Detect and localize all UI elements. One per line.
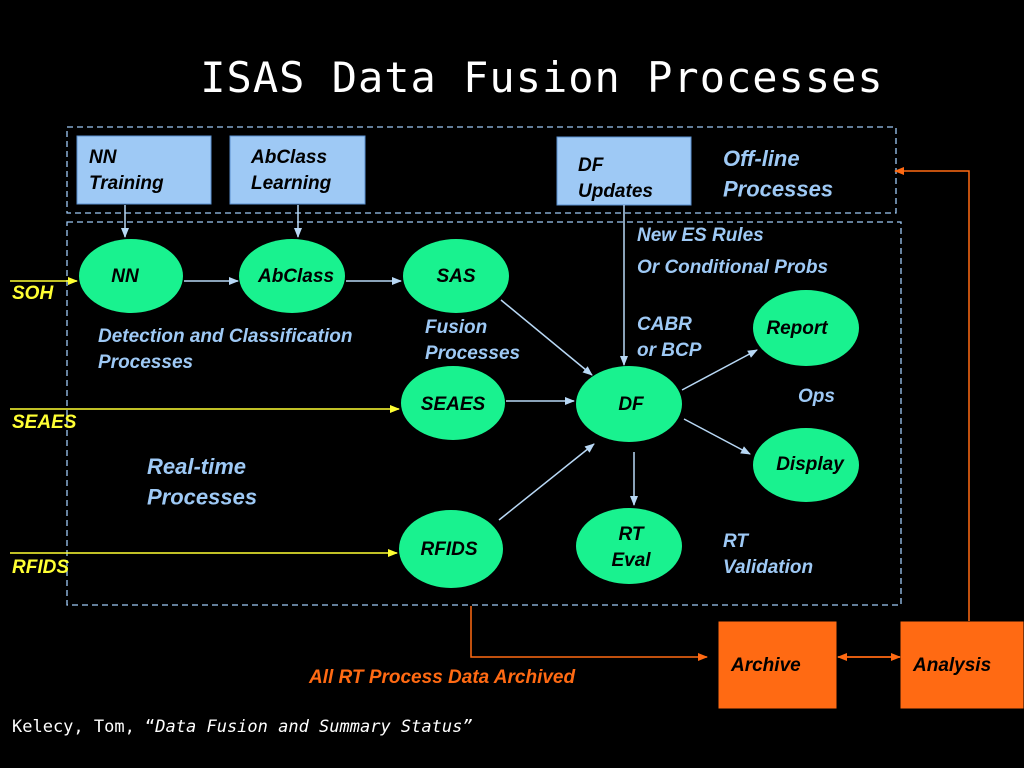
arrow-rt-to-archive xyxy=(470,606,708,661)
footer-citation: Kelecy, Tom, “Data Fusion and Summary St… xyxy=(12,717,473,737)
node-abclass[interactable]: AbClass xyxy=(239,239,345,313)
archive-label: Archive xyxy=(730,655,801,676)
node-nn-label: NN xyxy=(111,266,140,287)
footer-italic: Data Fusion and Summary Status” xyxy=(154,717,472,737)
ops-label: Ops xyxy=(798,386,835,407)
footer-prefix: Kelecy, Tom, “ xyxy=(12,717,155,737)
node-rfids-label: RFIDS xyxy=(421,539,478,560)
node-display-label: Display xyxy=(776,454,845,475)
analysis-label: Analysis xyxy=(912,655,991,676)
node-report-label: Report xyxy=(766,318,828,339)
node-nn[interactable]: NN xyxy=(79,239,183,313)
arrow-rfids-to-df xyxy=(498,443,595,521)
node-display[interactable]: Display xyxy=(753,428,859,502)
arrow-analysis-to-offline xyxy=(894,167,970,621)
node-seaes-label: SEAES xyxy=(421,394,486,415)
seaes-input-label: SEAES xyxy=(12,412,77,433)
node-sas[interactable]: SAS xyxy=(403,239,509,313)
node-sas-label: SAS xyxy=(436,266,475,287)
arrow-df-to-display xyxy=(683,418,751,455)
realtime-group xyxy=(66,221,902,606)
soh-input-label: SOH xyxy=(12,283,54,304)
page-title: ISAS Data Fusion Processes xyxy=(200,53,883,102)
archive-box[interactable]: Archive xyxy=(718,621,837,709)
node-abclass-label: AbClass xyxy=(257,266,334,287)
new-es-rules-label: New ES Rules xyxy=(637,225,764,246)
node-report[interactable]: Report xyxy=(753,290,859,366)
conditional-probs-label: Or Conditional Probs xyxy=(637,257,828,278)
node-rfids[interactable]: RFIDS xyxy=(399,510,503,588)
arrow-sas-to-df xyxy=(500,299,593,376)
arrow-df-to-report xyxy=(681,349,758,391)
node-df-label: DF xyxy=(618,394,645,415)
analysis-box[interactable]: Analysis xyxy=(900,621,1024,709)
node-df[interactable]: DF xyxy=(576,366,682,442)
rfids-input-label: RFIDS xyxy=(12,557,69,578)
archived-label: All RT Process Data Archived xyxy=(308,667,575,688)
node-seaes[interactable]: SEAES xyxy=(401,366,505,440)
